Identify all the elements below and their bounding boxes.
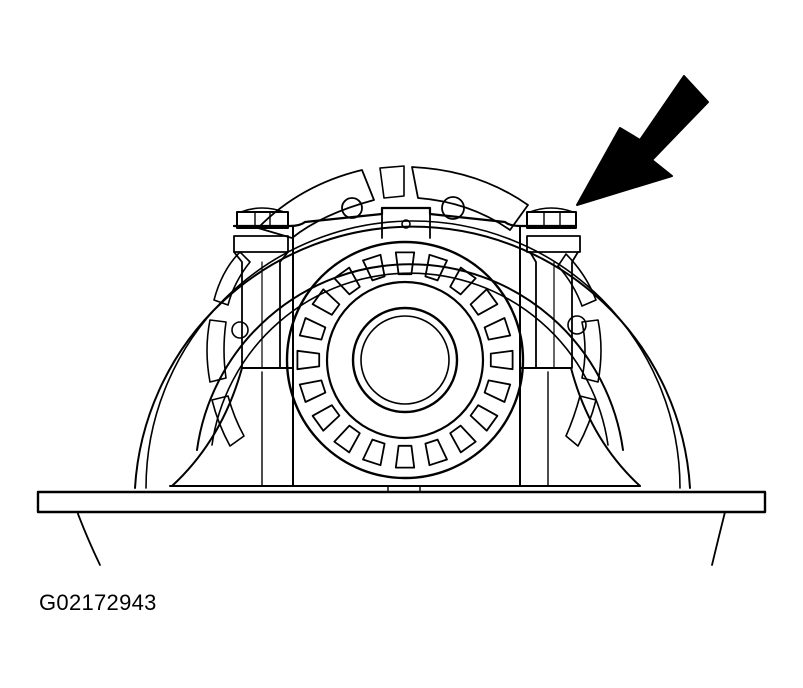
figure-code: G02172943 <box>39 590 157 615</box>
hub-bore <box>351 306 459 414</box>
tone-ring-tooth <box>333 424 361 454</box>
tone-ring-teeth <box>296 251 514 469</box>
tone-ring-tooth <box>449 424 477 454</box>
bearing-bracket <box>171 206 641 487</box>
tone-ring-tooth <box>489 349 514 371</box>
tone-ring-tooth <box>333 266 361 296</box>
tone-ring-tooth <box>362 253 386 282</box>
tone-ring-tooth <box>296 349 321 371</box>
arrow-pointer-icon <box>576 75 709 206</box>
tone-ring-tooth <box>483 379 512 403</box>
tone-ring-tooth <box>394 444 416 469</box>
tone-ring-tooth <box>483 317 512 341</box>
right-bolt <box>526 207 581 369</box>
tone-ring-tooth <box>469 404 499 432</box>
left-bolt <box>233 207 289 369</box>
tone-ring-tooth <box>298 317 327 341</box>
tone-ring-tooth <box>449 266 477 296</box>
tone-ring-tooth <box>298 379 327 403</box>
tone-ring-tooth <box>424 438 448 467</box>
tone-ring-tooth <box>311 288 341 316</box>
tone-ring-tooth <box>394 251 416 276</box>
tone-ring-tooth <box>469 288 499 316</box>
tone-ring-tooth <box>362 438 386 467</box>
tone-ring <box>285 240 525 480</box>
tone-ring-tooth <box>424 253 448 282</box>
tone-ring-tooth <box>311 404 341 432</box>
base-plate <box>36 485 767 566</box>
outer-shield <box>134 220 691 489</box>
